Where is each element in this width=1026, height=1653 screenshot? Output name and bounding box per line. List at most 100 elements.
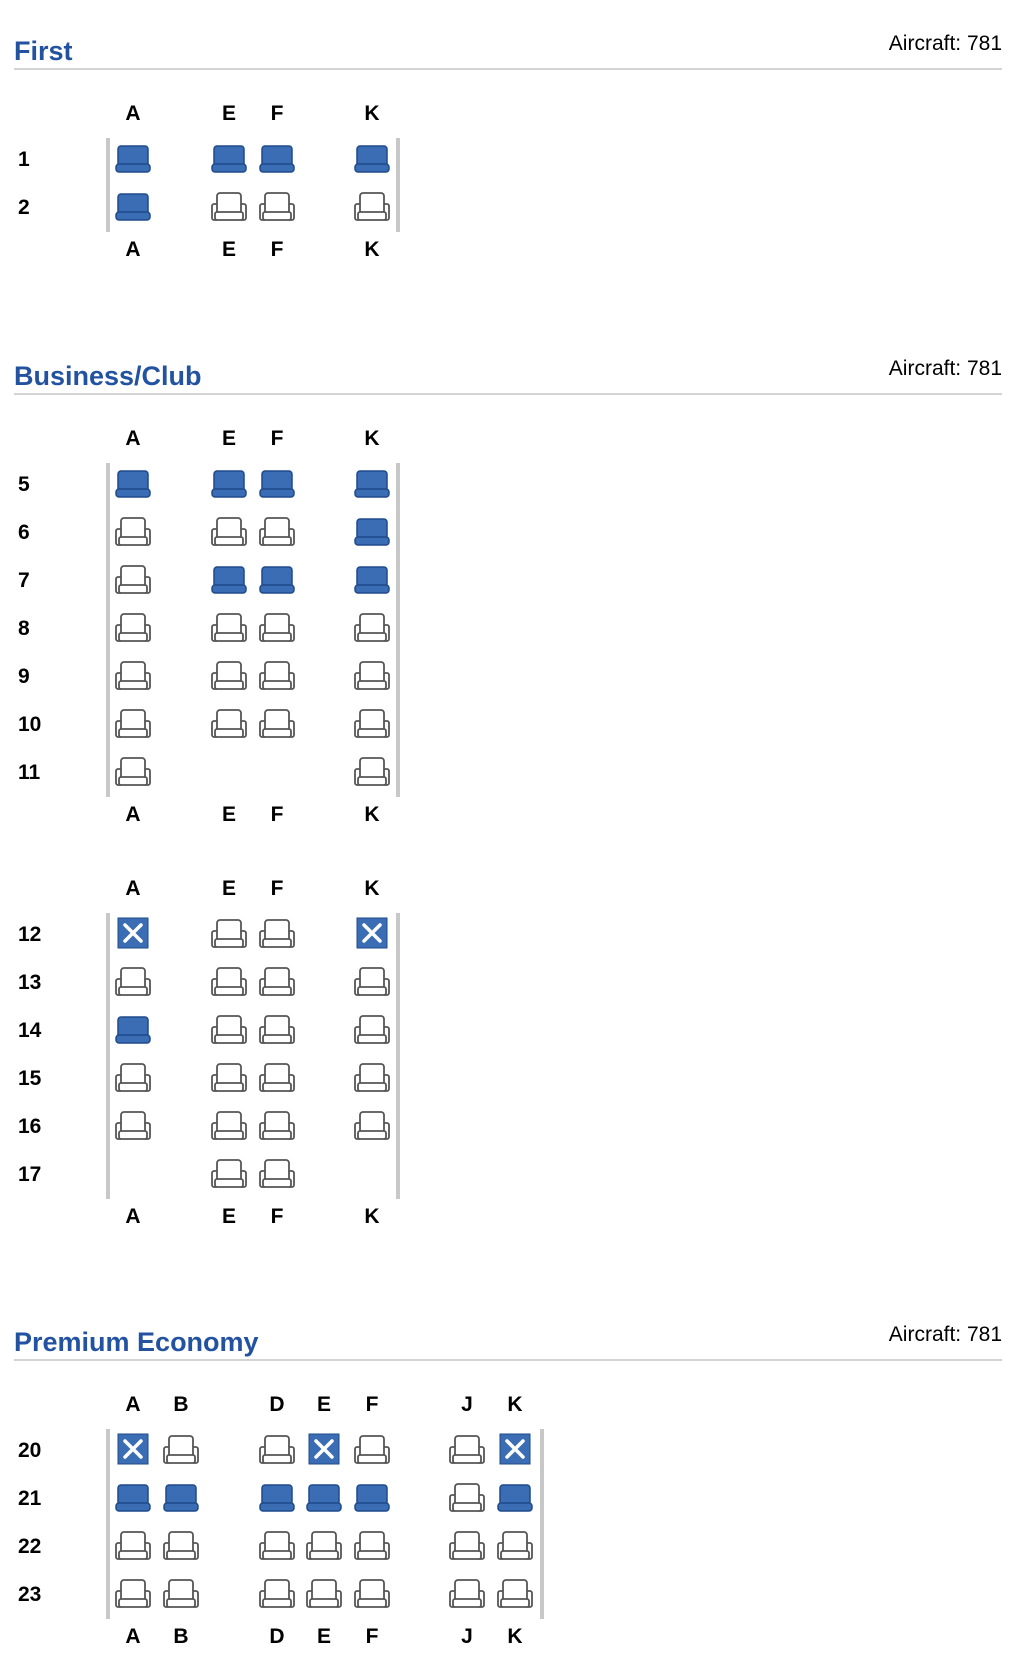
occupied-seat-icon [114, 188, 152, 226]
seat-22D[interactable] [258, 1527, 296, 1565]
seat-15A[interactable] [114, 1059, 152, 1097]
seat-13K[interactable] [353, 963, 391, 1001]
seat-16F[interactable] [258, 1107, 296, 1145]
blocked-seat-icon [305, 1431, 343, 1469]
column-label: J [461, 1393, 473, 1416]
seat-2A [114, 188, 152, 226]
seat-22F[interactable] [353, 1527, 391, 1565]
cabin-wall-right [396, 138, 400, 232]
seat-12F[interactable] [258, 915, 296, 953]
seat-15E[interactable] [210, 1059, 248, 1097]
seat-5E [210, 465, 248, 503]
seat-13A[interactable] [114, 963, 152, 1001]
seat-20A [114, 1431, 152, 1469]
available-seat-icon [353, 1527, 391, 1565]
available-seat-icon [258, 657, 296, 695]
row-number: 14 [18, 1019, 42, 1042]
seat-22A[interactable] [114, 1527, 152, 1565]
seat-23B[interactable] [162, 1575, 200, 1613]
seat-15K[interactable] [353, 1059, 391, 1097]
seat-14K[interactable] [353, 1011, 391, 1049]
seat-22J[interactable] [448, 1527, 486, 1565]
seat-21J[interactable] [448, 1479, 486, 1517]
seat-6F[interactable] [258, 513, 296, 551]
row-number: 22 [18, 1535, 42, 1558]
occupied-seat-icon [258, 465, 296, 503]
seat-21E [305, 1479, 343, 1517]
seat-14F[interactable] [258, 1011, 296, 1049]
seat-11A[interactable] [114, 753, 152, 791]
seat-11K[interactable] [353, 753, 391, 791]
seat-10F[interactable] [258, 705, 296, 743]
seat-23J[interactable] [448, 1575, 486, 1613]
seat-8K[interactable] [353, 609, 391, 647]
seat-6A[interactable] [114, 513, 152, 551]
occupied-seat-icon [210, 140, 248, 178]
seat-8E[interactable] [210, 609, 248, 647]
seat-9F[interactable] [258, 657, 296, 695]
column-label: K [364, 102, 380, 125]
seat-15F[interactable] [258, 1059, 296, 1097]
seat-20D[interactable] [258, 1431, 296, 1469]
available-seat-icon [210, 1107, 248, 1145]
seat-20F[interactable] [353, 1431, 391, 1469]
seat-16E[interactable] [210, 1107, 248, 1145]
row-number: 2 [18, 196, 30, 219]
seat-9E[interactable] [210, 657, 248, 695]
seat-20E [305, 1431, 343, 1469]
seat-22B[interactable] [162, 1527, 200, 1565]
seat-10E[interactable] [210, 705, 248, 743]
seat-13F[interactable] [258, 963, 296, 1001]
seat-2K[interactable] [353, 188, 391, 226]
available-seat-icon [114, 657, 152, 695]
row-number: 21 [18, 1487, 42, 1510]
seat-12E[interactable] [210, 915, 248, 953]
seat-8A[interactable] [114, 609, 152, 647]
seat-16A[interactable] [114, 1107, 152, 1145]
seat-21D [258, 1479, 296, 1517]
seat-22K[interactable] [496, 1527, 534, 1565]
available-seat-icon [258, 609, 296, 647]
seat-23F[interactable] [353, 1575, 391, 1613]
seat-5K [353, 465, 391, 503]
seat-5F [258, 465, 296, 503]
occupied-seat-icon [353, 465, 391, 503]
seat-13E[interactable] [210, 963, 248, 1001]
seat-23K[interactable] [496, 1575, 534, 1613]
seat-7A[interactable] [114, 561, 152, 599]
seat-22E[interactable] [305, 1527, 343, 1565]
occupied-seat-icon [114, 140, 152, 178]
available-seat-icon [305, 1527, 343, 1565]
seat-9K[interactable] [353, 657, 391, 695]
occupied-seat-icon [114, 465, 152, 503]
seat-7K [353, 561, 391, 599]
seat-23A[interactable] [114, 1575, 152, 1613]
seat-23D[interactable] [258, 1575, 296, 1613]
seat-16K[interactable] [353, 1107, 391, 1145]
seat-14E[interactable] [210, 1011, 248, 1049]
available-seat-icon [114, 1575, 152, 1613]
seat-17F[interactable] [258, 1155, 296, 1193]
cabin-wall-right [540, 1429, 544, 1619]
seat-23E[interactable] [305, 1575, 343, 1613]
occupied-seat-icon [496, 1479, 534, 1517]
column-label: K [364, 803, 380, 826]
seat-2F[interactable] [258, 188, 296, 226]
seat-8F[interactable] [258, 609, 296, 647]
aircraft-label: Aircraft: 781 [888, 32, 1002, 55]
seat-10K[interactable] [353, 705, 391, 743]
section-title: Premium Economy [14, 1327, 259, 1357]
available-seat-icon [496, 1527, 534, 1565]
column-label: E [221, 877, 236, 900]
seat-10A[interactable] [114, 705, 152, 743]
seat-6E[interactable] [210, 513, 248, 551]
available-seat-icon [210, 188, 248, 226]
seat-9A[interactable] [114, 657, 152, 695]
seat-2E[interactable] [210, 188, 248, 226]
seat-17E[interactable] [210, 1155, 248, 1193]
seat-20B[interactable] [162, 1431, 200, 1469]
seat-20J[interactable] [448, 1431, 486, 1469]
